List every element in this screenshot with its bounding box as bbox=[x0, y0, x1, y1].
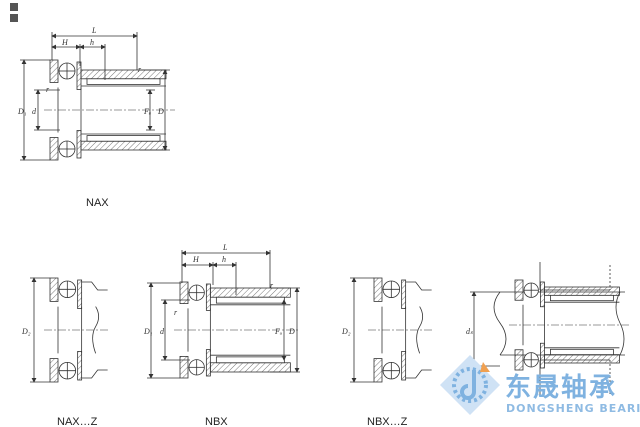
dim-L: L bbox=[222, 243, 228, 252]
dim-r: r bbox=[270, 281, 274, 290]
thrust-washer bbox=[373, 277, 383, 302]
dim-D: D bbox=[157, 107, 164, 116]
outer-sleeve bbox=[80, 69, 167, 80]
thrust-washer bbox=[49, 277, 59, 302]
mounted-assembly-drawing bbox=[470, 262, 630, 395]
nax-drawing bbox=[20, 32, 175, 161]
logo-diamond-icon bbox=[440, 355, 500, 415]
needle-roller bbox=[215, 296, 285, 304]
dim-d: d bbox=[160, 327, 165, 336]
cage-ring bbox=[76, 130, 82, 159]
dim-D1: D₁ bbox=[17, 107, 27, 116]
thrust-washer bbox=[49, 358, 59, 383]
needle-roller bbox=[86, 135, 161, 142]
thrust-washer bbox=[179, 281, 189, 305]
needle-roller bbox=[215, 356, 285, 364]
dim-h: h bbox=[222, 255, 226, 264]
cage-ring bbox=[76, 61, 82, 90]
dim-D2: D₂ bbox=[21, 327, 31, 336]
thrust-washer bbox=[49, 137, 59, 161]
dim-r: r bbox=[138, 65, 142, 74]
caption-nax: NAX bbox=[86, 197, 109, 209]
dim-r: r bbox=[174, 308, 178, 317]
nax-z-drawing bbox=[30, 277, 110, 383]
dim-d: d bbox=[32, 107, 37, 116]
housing-outline bbox=[405, 281, 432, 379]
cage-ring bbox=[77, 350, 83, 381]
dim-D2: D₂ bbox=[341, 327, 351, 336]
dim-H: H bbox=[61, 38, 69, 47]
cage-ring bbox=[77, 279, 83, 310]
dim-H: H bbox=[192, 255, 200, 264]
thrust-washer bbox=[179, 355, 189, 379]
cage-ring bbox=[205, 349, 211, 377]
caption-nbx: NBX bbox=[205, 416, 228, 427]
dongsheng-logo: 东晟轴承 DONGSHENG BEARING bbox=[440, 355, 640, 415]
break-line bbox=[416, 306, 424, 354]
dim-r: r bbox=[46, 85, 50, 94]
caption-nax-z: NAX…Z bbox=[57, 416, 98, 427]
outer-sleeve bbox=[209, 287, 291, 298]
break-line bbox=[92, 306, 100, 354]
logo-english-text: DONGSHENG BEARING bbox=[506, 402, 640, 415]
nbx-drawing bbox=[147, 250, 300, 379]
cage-ring bbox=[540, 281, 545, 308]
dim-ds: dₛ bbox=[466, 327, 474, 336]
shaft-break-icon bbox=[615, 291, 625, 356]
cage-ring bbox=[205, 283, 211, 311]
caption-nbx-z: NBX…Z bbox=[367, 416, 408, 427]
shaft-outline bbox=[493, 291, 625, 356]
cage-ring bbox=[401, 350, 407, 381]
cage-ring bbox=[401, 279, 407, 310]
thrust-washer bbox=[49, 59, 59, 83]
needle-roller bbox=[86, 78, 161, 85]
needle-roller bbox=[550, 348, 614, 356]
nbx-z-drawing bbox=[350, 277, 434, 383]
outer-sleeve bbox=[209, 362, 291, 373]
thrust-washer bbox=[514, 349, 524, 371]
thrust-washer bbox=[373, 358, 383, 383]
dim-Fw: Fᵤ bbox=[274, 327, 282, 336]
outer-sleeve bbox=[544, 354, 620, 364]
dim-D1: D₁ bbox=[143, 327, 153, 336]
dim-L: L bbox=[91, 26, 97, 35]
dim-h: h bbox=[90, 38, 94, 47]
corner-marker-icon bbox=[10, 14, 18, 22]
outer-sleeve bbox=[544, 286, 620, 296]
cage-ring bbox=[540, 342, 545, 369]
dim-D: D bbox=[288, 327, 295, 336]
housing-outline bbox=[81, 281, 108, 379]
dim-Fw: Fᵤ bbox=[143, 107, 151, 116]
corner-marker-icon bbox=[10, 3, 18, 11]
needle-roller bbox=[550, 294, 614, 302]
outer-sleeve bbox=[80, 140, 167, 151]
thrust-washer bbox=[514, 279, 524, 301]
logo-chinese-text: 东晟轴承 bbox=[505, 372, 617, 403]
